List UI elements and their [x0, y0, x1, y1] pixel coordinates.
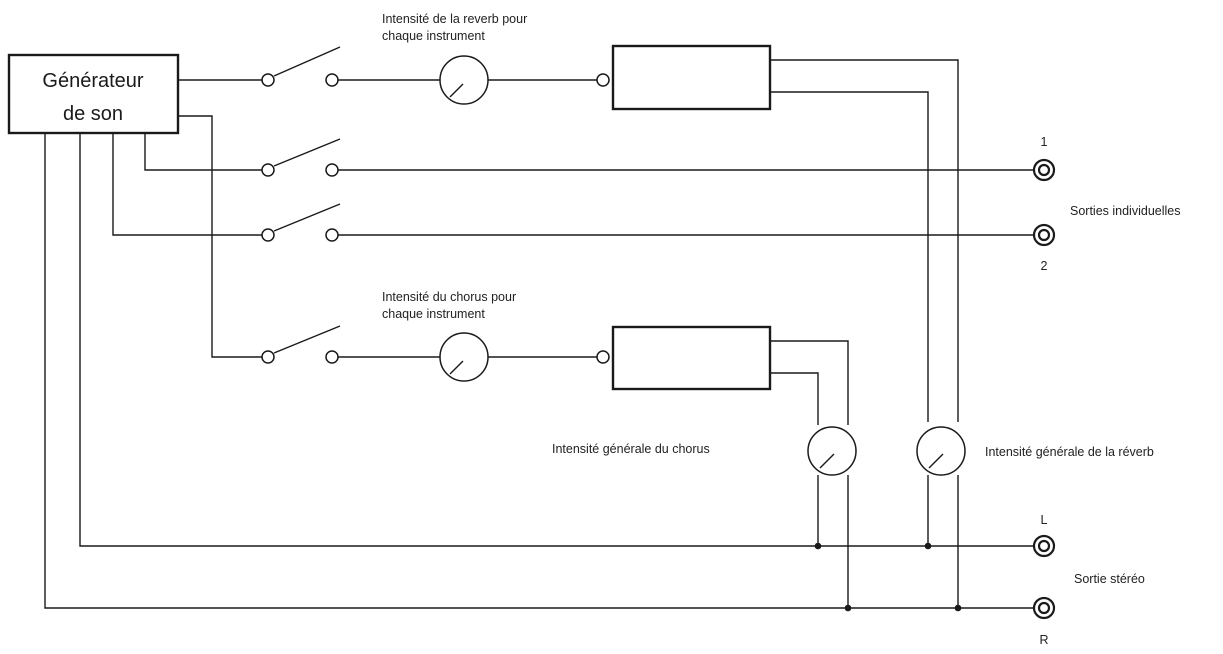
generator-label-line1: Générateur	[42, 70, 144, 92]
output-number-2: 2	[1041, 259, 1048, 273]
label-reverb-instrument-2: chaque instrument	[382, 29, 485, 43]
individual-output-wires	[338, 169, 1034, 236]
reverb-effect-box	[611, 44, 772, 111]
label-chorus-instrument-1: Intensité du chorus pour	[382, 290, 516, 304]
label-stereo-output: Sortie stéréo	[1074, 572, 1145, 586]
switch-out-2	[261, 203, 341, 242]
reverb-general-knob	[916, 426, 966, 476]
switch-reverb	[261, 46, 341, 87]
chorus-general-knob	[807, 426, 857, 476]
reverb-path	[338, 44, 966, 608]
jack-right	[1032, 596, 1056, 620]
output-right: R	[1039, 633, 1048, 647]
jack-out-2	[1032, 223, 1056, 247]
chorus-path	[338, 325, 857, 608]
output-number-1: 1	[1041, 135, 1048, 149]
label-reverb-instrument-1: Intensité de la reverb pour	[382, 12, 527, 26]
jack-left	[1032, 534, 1056, 558]
label-individual-outputs: Sorties individuelles	[1070, 204, 1180, 218]
generator-label-line2: de son	[63, 103, 123, 125]
label-chorus-general: Intensité générale du chorus	[552, 442, 710, 456]
label-chorus-instrument-2: chaque instrument	[382, 307, 485, 321]
jack-out-1	[1032, 158, 1056, 182]
chorus-send-knob	[439, 332, 489, 382]
output-left: L	[1041, 513, 1048, 527]
generator-wires	[44, 79, 1034, 609]
switch-chorus	[261, 325, 341, 364]
sound-generator: Générateur de son	[7, 53, 180, 135]
chorus-effect-box	[611, 325, 772, 391]
reverb-send-knob	[439, 55, 489, 105]
switch-out-1	[261, 138, 341, 177]
label-reverb-general: Intensité générale de la réverb	[985, 445, 1154, 459]
junctions	[814, 542, 962, 612]
